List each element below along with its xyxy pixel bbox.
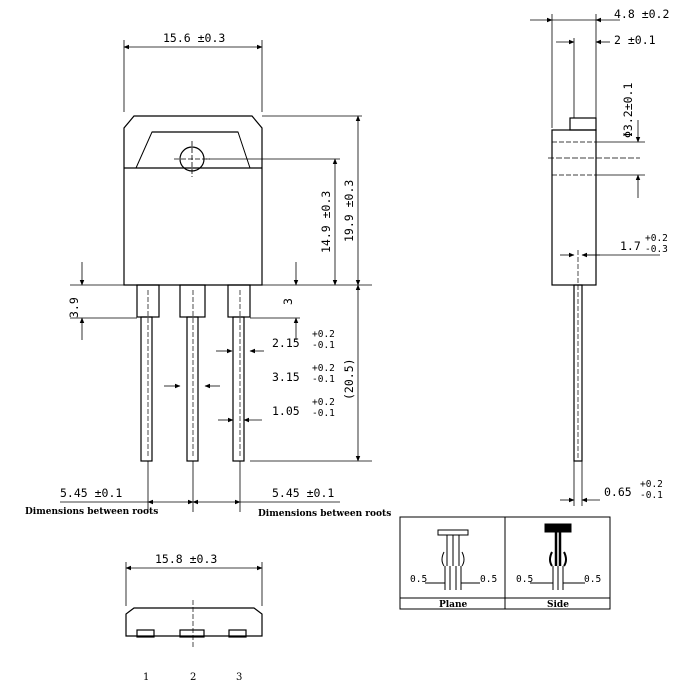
step-lower: -0.3 [645,244,668,255]
side-view [548,117,640,462]
plane-left-label: 0.5 [410,574,427,585]
side-right-label: 0.5 [584,574,601,585]
side-dimensions [530,14,660,506]
lead-w2-lower: -0.1 [312,374,335,385]
roots-note-right: Dimensions between roots [258,509,391,519]
front-dimensions [60,40,372,512]
height-hole-label: 14.9 ±0.3 [319,191,333,253]
side-left-label: 0.5 [516,574,533,585]
pin-1-label: 1 [143,672,149,683]
bottom-view [125,600,263,648]
side-sketch [530,523,585,590]
pitch-right-label: 5.45 ±0.1 [272,486,334,500]
pin-3-label: 3 [236,672,242,683]
pitch-left-label: 5.45 ±0.1 [60,486,122,500]
lead-w3-upper: +0.2 [312,397,335,408]
pin-2-label: 2 [190,672,196,683]
lead-w1-upper: +0.2 [312,329,335,340]
lead-forming-box [399,516,611,610]
lead-length-label: (20.5) [342,358,356,400]
lead-step-label: 3 [281,298,295,305]
bottom-width-label: 15.8 ±0.3 [155,552,217,566]
height-total-label: 19.9 ±0.3 [342,180,356,242]
roots-note-left: Dimensions between roots [25,507,158,517]
lead-w1-lower: -0.1 [312,340,335,351]
step-nominal: 1.7 [620,239,641,253]
lead-thickness-lower: -0.1 [640,490,663,501]
lead-w3-lower: -0.1 [312,408,335,419]
width-label: 15.6 ±0.3 [163,31,225,45]
lead-w1-nominal: 2.15 [272,336,300,350]
hole-diameter-label: Φ3.2±0.1 [621,83,635,138]
front-view [123,115,263,462]
lead-thickness-upper: +0.2 [640,479,663,490]
bottom-dimensions [125,562,263,606]
plane-sketch [425,529,480,590]
plane-caption: Plane [439,600,468,610]
plane-right-label: 0.5 [480,574,497,585]
step-upper: +0.2 [645,233,668,244]
lead-2 [179,284,206,462]
lead-1 [136,284,160,462]
thickness-label: 4.8 ±0.2 [614,7,669,21]
lead-offset-label: 3.9 [67,297,81,318]
lead-thickness-nominal: 0.65 [604,485,632,499]
lead-w2-nominal: 3.15 [272,370,300,384]
tab-thickness-label: 2 ±0.1 [614,33,656,47]
lead-w3-nominal: 1.05 [272,404,300,418]
lead-w2-upper: +0.2 [312,363,335,374]
lead-3 [227,284,251,462]
side-caption: Side [547,600,569,610]
